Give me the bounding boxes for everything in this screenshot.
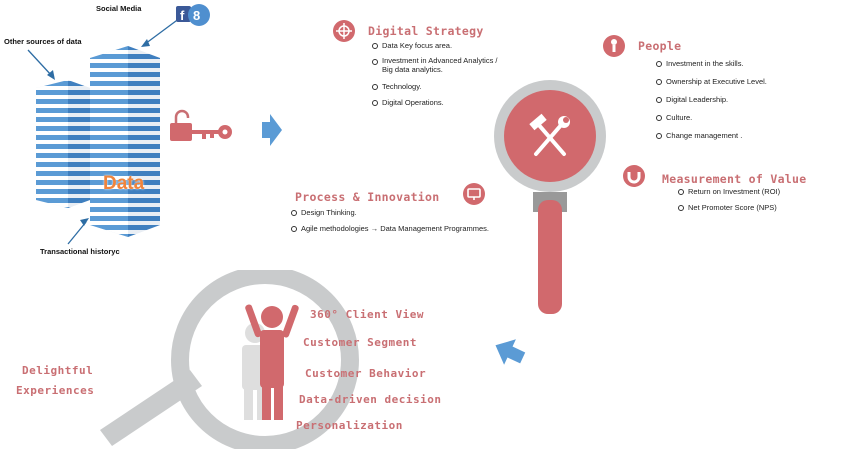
measurement-list: Return on Investment (ROI) Net Promoter … — [678, 186, 780, 214]
list-item: Technology. — [372, 81, 497, 93]
arrow-down-left-icon — [495, 339, 526, 365]
pointer-lines — [27, 17, 181, 245]
list-item: Net Promoter Score (NPS) — [678, 202, 780, 214]
list-item: Culture. — [656, 112, 767, 124]
data-buildings-illustration: f 8 — [27, 4, 282, 245]
social-media-icon: f 8 — [176, 4, 210, 26]
target-icon — [336, 23, 352, 39]
arrow-right-icon — [262, 114, 282, 146]
digital-strategy-badge — [333, 20, 355, 42]
svg-text:f: f — [180, 8, 185, 23]
list-item: Agile methodologies → Data Management Pr… — [291, 223, 489, 235]
process-list: Design Thinking. Agile methodologies → D… — [291, 207, 489, 235]
client-item-segment: Customer Segment — [303, 336, 417, 349]
list-item: Investment in Advanced Analytics / — [372, 56, 497, 65]
client-item-data-driven: Data-driven decision — [299, 393, 442, 406]
label-other-sources: Other sources of data — [4, 37, 82, 46]
lock-key-icon — [170, 109, 232, 141]
delightful-label-1: Delightful — [22, 364, 94, 377]
list-item: Big data analytics. — [382, 65, 443, 74]
list-item: Change management . — [656, 130, 767, 142]
measurement-title: Measurement of Value — [662, 172, 807, 186]
list-item: Digital Leadership. — [656, 94, 767, 106]
magnifier-tools-illustration — [494, 80, 606, 314]
magnet-icon — [627, 172, 641, 184]
process-badge — [463, 183, 485, 205]
label-social-media: Social Media — [96, 4, 142, 13]
digital-strategy-list: Data Key focus area. Investment in Advan… — [372, 40, 497, 109]
digital-strategy-title: Digital Strategy — [368, 24, 484, 38]
hammer-wrench-icon — [534, 122, 566, 156]
person-red-icon — [245, 304, 299, 420]
list-item: Ownership at Executive Level. — [656, 76, 767, 88]
list-item: Return on Investment (ROI) — [678, 186, 780, 198]
people-list: Investment in the skills. Ownership at E… — [656, 58, 767, 142]
back-building — [36, 80, 90, 208]
monitor-icon — [467, 188, 481, 200]
client-item-360: 360° Client View — [310, 308, 424, 321]
list-item: Digital Operations. — [372, 97, 497, 109]
list-item: Design Thinking. — [291, 207, 489, 219]
svg-text:8: 8 — [193, 8, 200, 23]
data-label: Data — [103, 173, 145, 194]
list-item: Investment in the skills. — [656, 58, 767, 70]
people-title: People — [638, 39, 682, 53]
people-badge — [603, 35, 625, 57]
front-building — [90, 46, 160, 237]
client-item-behavior: Customer Behavior — [305, 367, 427, 380]
process-title: Process & Innovation — [295, 190, 440, 204]
label-transactional: Transactional historyc — [40, 247, 120, 256]
client-magnifier-illustration — [100, 270, 359, 449]
delightful-label-2: Experiences — [16, 384, 95, 397]
person-icon — [611, 39, 617, 52]
measurement-badge — [623, 165, 645, 187]
client-item-personalization: Personalization — [296, 419, 403, 432]
list-item: Data Key focus area. — [372, 40, 497, 52]
